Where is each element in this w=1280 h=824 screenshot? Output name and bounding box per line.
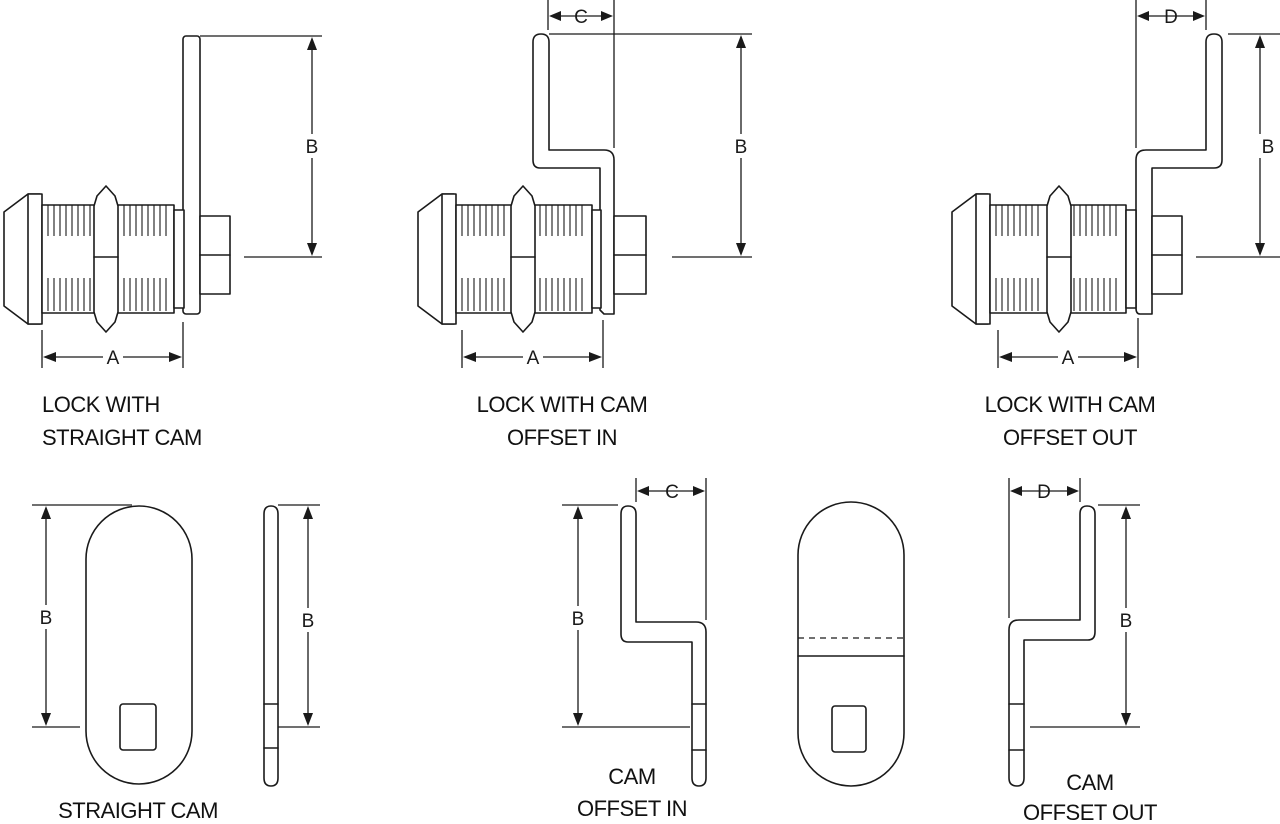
lock-cam-offset-in-drawing: C B A xyxy=(417,0,752,369)
caption-cam-offset-out-line1: CAM xyxy=(1066,770,1113,795)
caption-lock-offset-out-line1: LOCK WITH CAM xyxy=(985,392,1156,417)
cam-offset-out-side-view: D B xyxy=(1008,478,1140,787)
offset-cam-front-view xyxy=(797,501,905,787)
dim-label-b: B xyxy=(302,611,315,632)
dim-label-a: A xyxy=(527,348,540,369)
caption-lock-straight-line1: LOCK WITH xyxy=(42,392,160,417)
straight-cam-side-view: B xyxy=(263,504,320,787)
lock-body xyxy=(417,185,647,333)
caption-cam-offset-in-line1: CAM xyxy=(608,764,655,789)
lock-body xyxy=(951,185,1183,333)
lock-straight-cam-drawing: B A xyxy=(3,35,322,369)
caption-lock-offset-in-line2: OFFSET IN xyxy=(507,425,617,450)
caption-cam-offset-out-line2: OFFSET OUT xyxy=(1023,800,1157,824)
dim-label-d: D xyxy=(1164,7,1178,28)
dim-label-b: B xyxy=(1262,137,1275,158)
caption-cam-offset-in-line2: OFFSET IN xyxy=(577,796,687,821)
dim-label-a: A xyxy=(1062,348,1075,369)
dim-label-d: D xyxy=(1037,482,1051,503)
caption-straight-cam: STRAIGHT CAM xyxy=(58,798,218,823)
dim-label-a: A xyxy=(107,348,120,369)
lock-cam-offset-out-drawing: D B A xyxy=(951,0,1280,369)
dim-label-b: B xyxy=(735,137,748,158)
lock-body xyxy=(3,185,231,333)
dim-label-b: B xyxy=(572,609,585,630)
dim-label-c: C xyxy=(574,7,588,28)
caption-lock-offset-out-line2: OFFSET OUT xyxy=(1003,425,1137,450)
caption-lock-offset-in-line1: LOCK WITH CAM xyxy=(477,392,648,417)
dim-label-c: C xyxy=(665,482,679,503)
dim-label-b: B xyxy=(306,137,319,158)
caption-lock-straight-line2: STRAIGHT CAM xyxy=(42,425,202,450)
dim-label-b: B xyxy=(40,608,53,629)
cam-offset-in-side-view: C B xyxy=(562,478,707,787)
dim-label-b: B xyxy=(1120,611,1133,632)
straight-cam-front-view: B xyxy=(32,504,193,785)
